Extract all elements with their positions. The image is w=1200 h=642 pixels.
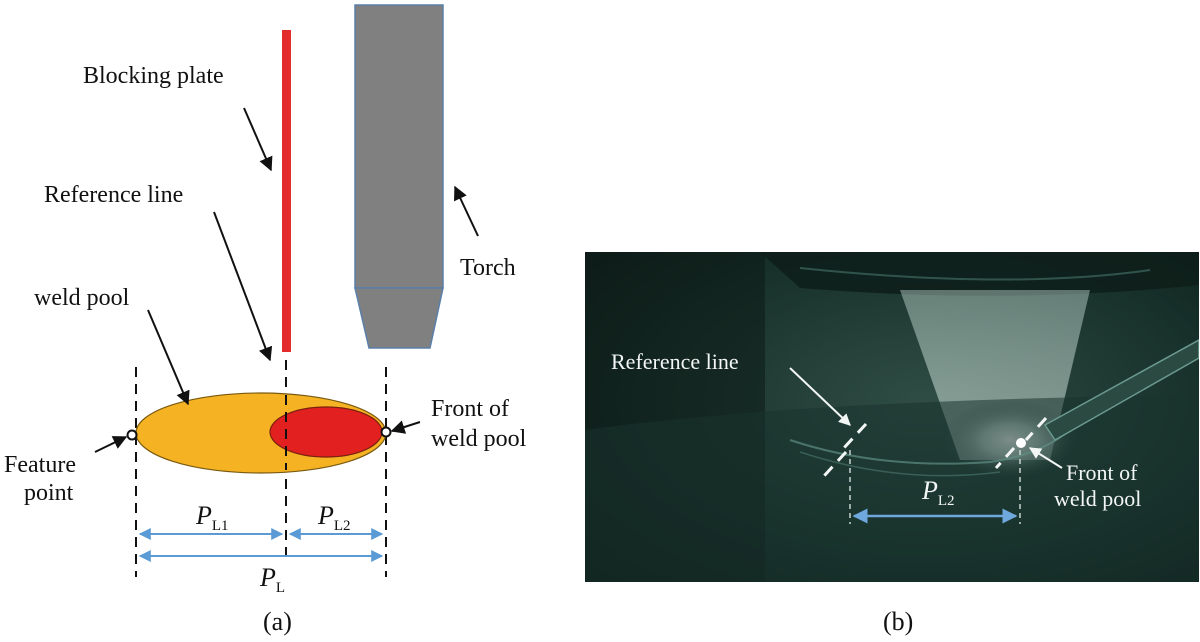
reference-line-arrow xyxy=(213,211,273,362)
front-of-weld-pool-label: Front of weld pool xyxy=(431,396,527,452)
front-point-marker xyxy=(380,426,392,438)
photo-front-of-weld-pool-label: Front of weld pool xyxy=(1054,460,1143,511)
front-marker-top xyxy=(1024,416,1048,442)
pl2-label: PL2 xyxy=(317,501,351,534)
reference-marker-top xyxy=(840,422,868,452)
pl-label: PL xyxy=(259,563,285,596)
weld-pool-arrow xyxy=(147,309,190,406)
blocking-plate-arrow xyxy=(243,107,273,172)
photo-reference-line-label: Reference line xyxy=(611,349,739,374)
front-marker-bottom xyxy=(994,446,1016,470)
weld-photo xyxy=(585,252,1199,582)
weld-pool-label: weld pool xyxy=(34,285,130,311)
feature-point-marker xyxy=(126,429,138,441)
torch-label: Torch xyxy=(460,255,516,281)
caption-b: (b) xyxy=(883,607,913,636)
front-point-glow xyxy=(1016,438,1026,448)
photo-front-arrow xyxy=(1028,447,1063,469)
reference-line-label: Reference line xyxy=(44,182,183,208)
panel-b: Reference line Front of weld pool PL2 (b… xyxy=(585,252,1199,636)
blocking-plate-label: Blocking plate xyxy=(83,63,224,89)
torch xyxy=(354,4,444,349)
front-arrow xyxy=(390,420,421,434)
reference-marker-bottom xyxy=(822,450,848,478)
feature-point-arrow xyxy=(94,436,128,453)
pl1-label: PL1 xyxy=(195,501,229,534)
panel-a: Blocking plate Reference line weld pool … xyxy=(4,4,527,636)
photo-pl2-label: PL2 xyxy=(921,476,955,509)
feature-point-label: Feature point xyxy=(4,452,82,506)
torch-arrow xyxy=(454,185,479,237)
blocking-plate xyxy=(282,30,291,352)
caption-a: (a) xyxy=(263,607,292,636)
photo-reference-arrow xyxy=(789,367,851,426)
